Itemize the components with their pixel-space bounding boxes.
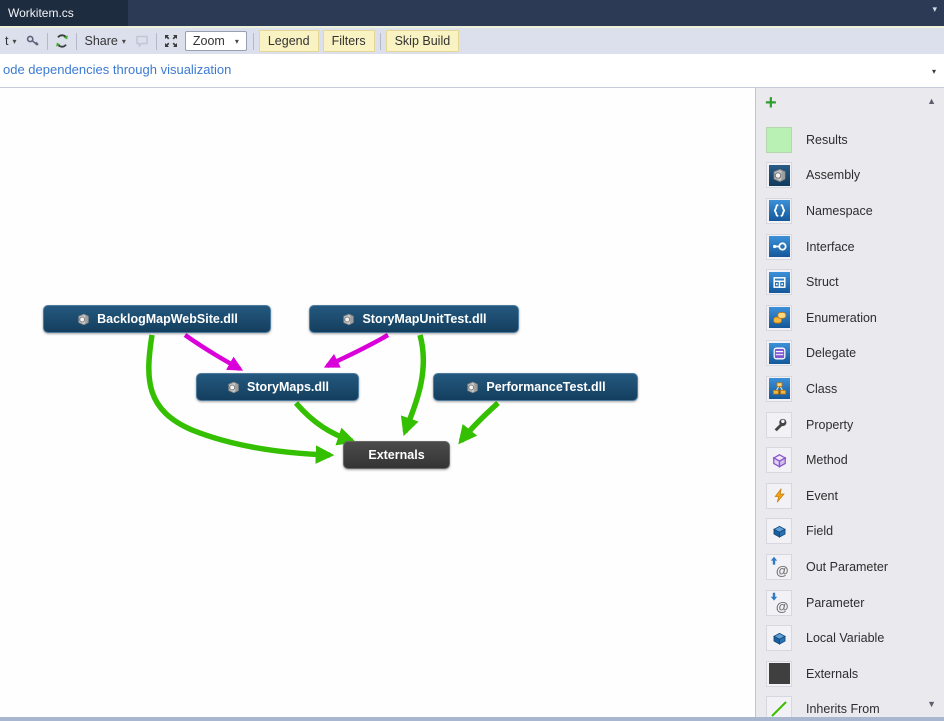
toolbar-separator: [46, 32, 48, 50]
share-button-label: Share: [84, 34, 118, 48]
legend-item-delegate[interactable]: Delegate: [756, 336, 944, 372]
legend-item-interface[interactable]: Interface: [756, 229, 944, 265]
edge-backlog-to-storymaps: [183, 333, 244, 371]
graph-edges: [146, 333, 500, 464]
fit-to-screen-icon[interactable]: [160, 31, 182, 51]
assembly-icon: [766, 162, 792, 189]
enumeration-icon: [766, 304, 792, 331]
assembly-icon: [228, 381, 239, 393]
toolbar-separator: [75, 32, 77, 50]
info-bar: ode dependencies through visualization ▾: [0, 54, 944, 88]
field-icon: [766, 518, 792, 545]
toolbar-separator: [379, 32, 381, 50]
chevron-down-icon: ▾: [234, 36, 239, 46]
local-variable-icon: [766, 625, 792, 652]
edge-perftest-to-externals: [458, 400, 500, 445]
legend-item-class[interactable]: Class: [756, 371, 944, 407]
legend-item-local-variable[interactable]: Local Variable: [756, 620, 944, 656]
add-legend-item-button[interactable]: +: [765, 92, 777, 114]
legend-scroll-down-icon[interactable]: ▼: [927, 699, 936, 709]
toolbar-accent-line: [0, 26, 944, 28]
skip-build-button-label: Skip Build: [394, 34, 451, 48]
graph-node-storymaps[interactable]: StoryMaps.dll: [196, 373, 359, 401]
toolbar-separator: [155, 32, 157, 50]
edge-backlog-to-externals: [146, 334, 335, 464]
parameter-icon: @: [766, 589, 792, 616]
chevron-down-icon: ▾: [121, 36, 126, 46]
share-button[interactable]: Share ▾: [80, 32, 131, 50]
graph-node-performancetest[interactable]: PerformanceTest.dll: [433, 373, 638, 401]
results-swatch: [766, 126, 792, 153]
status-strip: [0, 717, 944, 721]
delegate-icon: [766, 340, 792, 367]
graph-node-externals[interactable]: Externals: [343, 441, 450, 469]
legend-items: Results Assembly Namespace: [756, 122, 944, 717]
filters-button-label: Filters: [331, 34, 366, 48]
tab-list-caret-icon[interactable]: ▾: [932, 4, 937, 14]
out-parameter-icon: @: [766, 553, 792, 580]
edge-unittest-to-storymaps: [323, 333, 390, 369]
node-label: BacklogMapWebSite.dll: [97, 312, 238, 326]
assembly-icon: [343, 313, 355, 325]
legend-item-externals[interactable]: Externals: [756, 656, 944, 692]
edge-unittest-to-externals: [400, 334, 427, 437]
legend-item-results[interactable]: Results: [756, 122, 944, 158]
event-icon: [766, 482, 792, 509]
toolbar-separator: [252, 32, 254, 50]
refresh-icon[interactable]: [51, 31, 73, 51]
legend-item-property[interactable]: Property: [756, 407, 944, 443]
document-tab-bar: Workitem.cs ▾: [0, 0, 944, 26]
truncated-dropdown-button[interactable]: t ▾: [0, 32, 22, 50]
legend-item-event[interactable]: Event: [756, 478, 944, 514]
legend-toggle-button[interactable]: Legend: [258, 30, 319, 52]
graph-node-backlogmapwebsite[interactable]: BacklogMapWebSite.dll: [43, 305, 271, 333]
truncated-button-label: t: [5, 34, 9, 48]
tab-title: Workitem.cs: [8, 6, 74, 20]
inherits-from-icon: [766, 696, 792, 717]
assembly-icon: [78, 313, 89, 325]
legend-item-inherits-from[interactable]: Inherits From: [756, 692, 944, 717]
node-label: PerformanceTest.dll: [486, 380, 606, 394]
legend-item-field[interactable]: Field: [756, 514, 944, 550]
legend-scroll-up-icon[interactable]: ▲: [927, 96, 936, 106]
interface-icon: [766, 233, 792, 260]
chevron-down-icon: ▾: [12, 36, 17, 46]
assembly-icon: [467, 381, 479, 393]
dependencies-link[interactable]: ode dependencies through visualization: [3, 62, 232, 77]
method-icon: [766, 447, 792, 474]
legend-item-namespace[interactable]: Namespace: [756, 193, 944, 229]
edge-storymaps-to-externals: [293, 401, 357, 446]
node-label: StoryMapUnitTest.dll: [362, 312, 487, 326]
info-bar-caret-icon[interactable]: ▾: [931, 67, 936, 76]
skip-build-button[interactable]: Skip Build: [385, 30, 460, 52]
legend-item-parameter[interactable]: @ Parameter: [756, 585, 944, 621]
legend-item-enumeration[interactable]: Enumeration: [756, 300, 944, 336]
graph-toolbar: t ▾ Share ▾: [0, 28, 944, 54]
legend-item-method[interactable]: Method: [756, 442, 944, 478]
graph-node-storymapunittest[interactable]: StoryMapUnitTest.dll: [309, 305, 519, 333]
class-icon: [766, 375, 792, 402]
zoom-dropdown-label: Zoom: [192, 34, 225, 48]
tab-workitem-cs[interactable]: Workitem.cs: [0, 0, 128, 26]
namespace-icon: [766, 197, 792, 224]
externals-swatch: [766, 660, 792, 687]
node-label: StoryMaps.dll: [247, 380, 329, 394]
legend-item-struct[interactable]: Struct: [756, 264, 944, 300]
filters-toggle-button[interactable]: Filters: [322, 30, 375, 52]
property-icon: [766, 411, 792, 438]
node-label: Externals: [368, 448, 425, 462]
zoom-dropdown[interactable]: Zoom ▾: [184, 31, 247, 51]
dependency-graph-canvas[interactable]: BacklogMapWebSite.dll StoryMapUnitTest.d…: [0, 88, 756, 717]
legend-item-out-parameter[interactable]: @ Out Parameter: [756, 549, 944, 585]
legend-panel: + ▲ ▼ Results Assembly: [755, 88, 944, 717]
key-icon[interactable]: [22, 31, 44, 51]
legend-button-label: Legend: [267, 34, 310, 48]
legend-item-assembly[interactable]: Assembly: [756, 158, 944, 194]
struct-icon: [766, 269, 792, 296]
comment-icon-disabled: [131, 31, 153, 51]
